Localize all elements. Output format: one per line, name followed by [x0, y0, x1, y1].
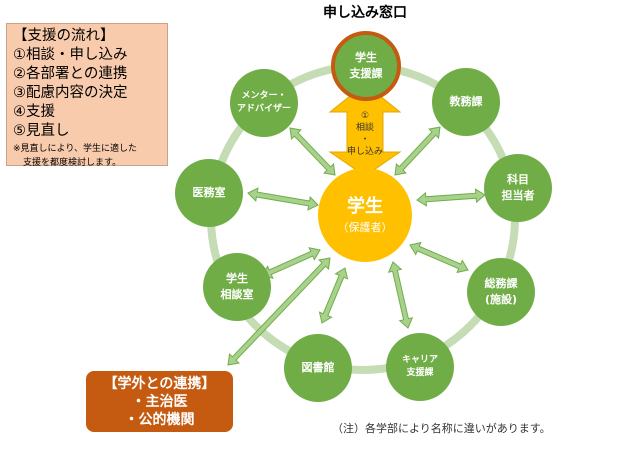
node-library: 図書館 — [284, 334, 352, 402]
flow-note: 支援を都度検討します。 — [23, 158, 122, 168]
node-label: 科目 — [507, 173, 529, 186]
double-arrow — [227, 257, 331, 366]
node-label: 教務課 — [449, 95, 483, 108]
center-student: 学生 （保護者） — [318, 168, 412, 262]
flow-step: ⑤見直し — [13, 123, 70, 139]
node-label: メンター・ — [241, 91, 287, 101]
flow-step: ③配慮内容の決定 — [13, 85, 128, 101]
external-heading: 【学外との連携】 — [103, 376, 216, 392]
double-arrow — [387, 261, 414, 329]
node-label: 総務課 — [484, 277, 518, 290]
intake-label-line: 申し込み — [346, 147, 383, 157]
node-counseling: 学生 相談室 — [203, 253, 271, 321]
center-label: 学生 — [347, 196, 383, 217]
footnote: （注）各学部により名称に違いがあります。 — [332, 422, 551, 435]
node-label: 担当者 — [501, 189, 535, 202]
flow-step: ④支援 — [13, 104, 55, 120]
flow-heading: 【支援の流れ】 — [13, 28, 115, 44]
intake-label-line: ① — [360, 111, 370, 121]
external-item: ・主治医 — [131, 394, 188, 410]
center-sublabel: （保護者） — [337, 221, 393, 234]
flow-step: ②各部署との連携 — [13, 66, 128, 82]
flow-step: ①相談・申し込み — [13, 47, 128, 63]
node-medical: 医務室 — [175, 159, 243, 227]
external-cooperation-box: 【学外との連携】 ・主治医 ・公的機関 — [86, 371, 233, 432]
node-academic-affairs: 教務課 — [432, 68, 500, 136]
double-arrow — [409, 241, 469, 274]
external-item: ・公的機関 — [124, 412, 195, 428]
node-mentor: メンター・ アドバイザー — [230, 69, 298, 137]
double-arrow — [416, 188, 486, 207]
node-general-affairs: 総務課 (施設) — [467, 258, 535, 326]
double-arrow — [318, 267, 349, 324]
node-label: (施設) — [484, 293, 518, 306]
node-label: 支援課 — [406, 368, 434, 378]
intake-label-line: ・ — [360, 135, 370, 145]
node-label: 学生 — [226, 272, 248, 285]
double-arrow — [261, 247, 321, 279]
node-label: 医務室 — [192, 186, 226, 199]
node-subject-teacher: 科目 担当者 — [484, 154, 552, 222]
intake-arrow-label: ① 相談 ・ 申し込み — [335, 110, 395, 158]
node-career: キャリア 支援課 — [386, 333, 454, 401]
node-label: 学生 — [355, 51, 377, 64]
node-label: アドバイザー — [236, 104, 291, 114]
node-student-support: 学生 支援課 — [331, 31, 401, 101]
double-arrow — [247, 187, 319, 211]
page-title: 申し込み窓口 — [323, 5, 407, 21]
node-label: 支援課 — [349, 67, 383, 80]
double-arrow — [289, 127, 336, 176]
support-flow-box: 【支援の流れ】 ①相談・申し込み ②各部署との連携 ③配慮内容の決定 ④支援 ⑤… — [6, 23, 168, 168]
node-label: 図書館 — [301, 361, 335, 374]
intake-label-line: 相談 — [355, 123, 374, 133]
double-arrow — [394, 126, 441, 176]
flow-note: ※見直しにより、学生に適した — [13, 144, 138, 154]
node-label: 相談室 — [220, 288, 254, 301]
node-label: キャリア — [401, 355, 438, 365]
